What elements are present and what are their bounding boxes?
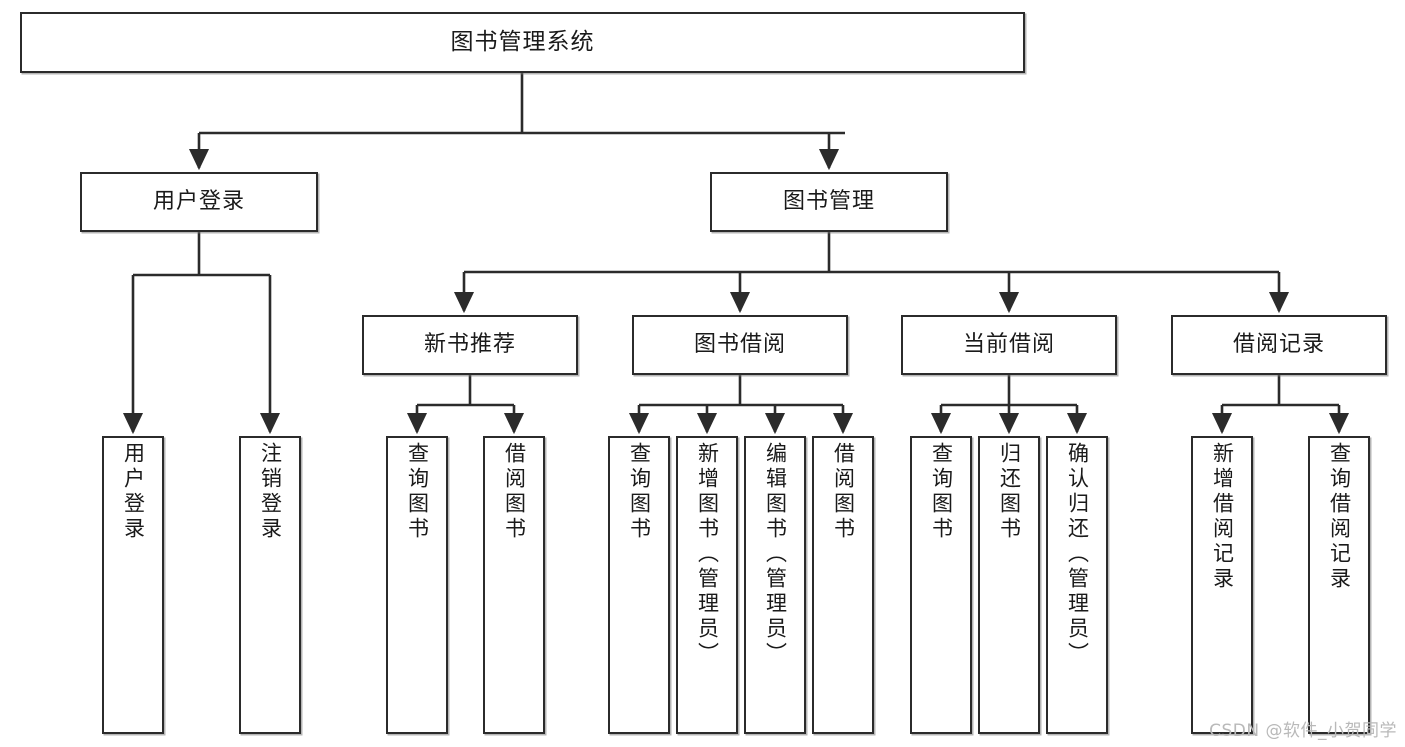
leaf-edit-book-label: 编辑图书（管理员） xyxy=(763,442,788,667)
leaf-add-borrow-record-label: 新增借阅记录 xyxy=(1210,442,1235,592)
node-root-label: 图书管理系统 xyxy=(450,29,595,56)
leaf-borrow-book-2-label: 借阅图书 xyxy=(831,442,856,542)
node-book-manage-label: 图书管理 xyxy=(782,189,875,215)
leaf-add-book-label: 新增图书（管理员） xyxy=(695,442,720,667)
leaf-return-book-label: 归还图书 xyxy=(997,442,1022,542)
leaf-query-borrow-record[interactable]: 查询借阅记录 xyxy=(1308,436,1370,734)
node-borrow-record[interactable]: 借阅记录 xyxy=(1171,315,1387,375)
leaf-borrow-book-2[interactable]: 借阅图书 xyxy=(812,436,874,734)
node-book-borrow[interactable]: 图书借阅 xyxy=(632,315,848,375)
leaf-confirm-return-label: 确认归还（管理员） xyxy=(1065,442,1090,667)
node-root[interactable]: 图书管理系统 xyxy=(20,12,1025,73)
node-book-manage[interactable]: 图书管理 xyxy=(710,172,948,232)
leaf-edit-book[interactable]: 编辑图书（管理员） xyxy=(744,436,806,734)
leaf-borrow-book-1[interactable]: 借阅图书 xyxy=(483,436,545,734)
leaf-confirm-return[interactable]: 确认归还（管理员） xyxy=(1046,436,1108,734)
leaf-query-book-1-label: 查询图书 xyxy=(405,442,430,542)
leaf-query-book-3-label: 查询图书 xyxy=(929,442,954,542)
leaf-user-logout-label: 注销登录 xyxy=(258,442,283,542)
leaf-query-book-1[interactable]: 查询图书 xyxy=(386,436,448,734)
node-new-book-recommend-label: 新书推荐 xyxy=(423,332,516,358)
leaf-query-book-3[interactable]: 查询图书 xyxy=(910,436,972,734)
leaf-query-book-2[interactable]: 查询图书 xyxy=(608,436,670,734)
leaf-user-login-label: 用户登录 xyxy=(121,442,146,542)
leaf-add-borrow-record[interactable]: 新增借阅记录 xyxy=(1191,436,1253,734)
node-user-login[interactable]: 用户登录 xyxy=(80,172,318,232)
node-current-borrow[interactable]: 当前借阅 xyxy=(901,315,1117,375)
leaf-return-book[interactable]: 归还图书 xyxy=(978,436,1040,734)
leaf-query-borrow-record-label: 查询借阅记录 xyxy=(1327,442,1352,592)
csdn-watermark: CSDN @软件_小贺同学 xyxy=(1209,721,1397,741)
leaf-query-book-2-label: 查询图书 xyxy=(627,442,652,542)
leaf-user-logout[interactable]: 注销登录 xyxy=(239,436,301,734)
leaf-user-login[interactable]: 用户登录 xyxy=(102,436,164,734)
leaf-add-book[interactable]: 新增图书（管理员） xyxy=(676,436,738,734)
node-user-login-label: 用户登录 xyxy=(152,189,245,215)
node-current-borrow-label: 当前借阅 xyxy=(962,332,1055,358)
leaf-borrow-book-1-label: 借阅图书 xyxy=(502,442,527,542)
node-book-borrow-label: 图书借阅 xyxy=(693,332,786,358)
node-borrow-record-label: 借阅记录 xyxy=(1232,332,1325,358)
node-new-book-recommend[interactable]: 新书推荐 xyxy=(362,315,578,375)
